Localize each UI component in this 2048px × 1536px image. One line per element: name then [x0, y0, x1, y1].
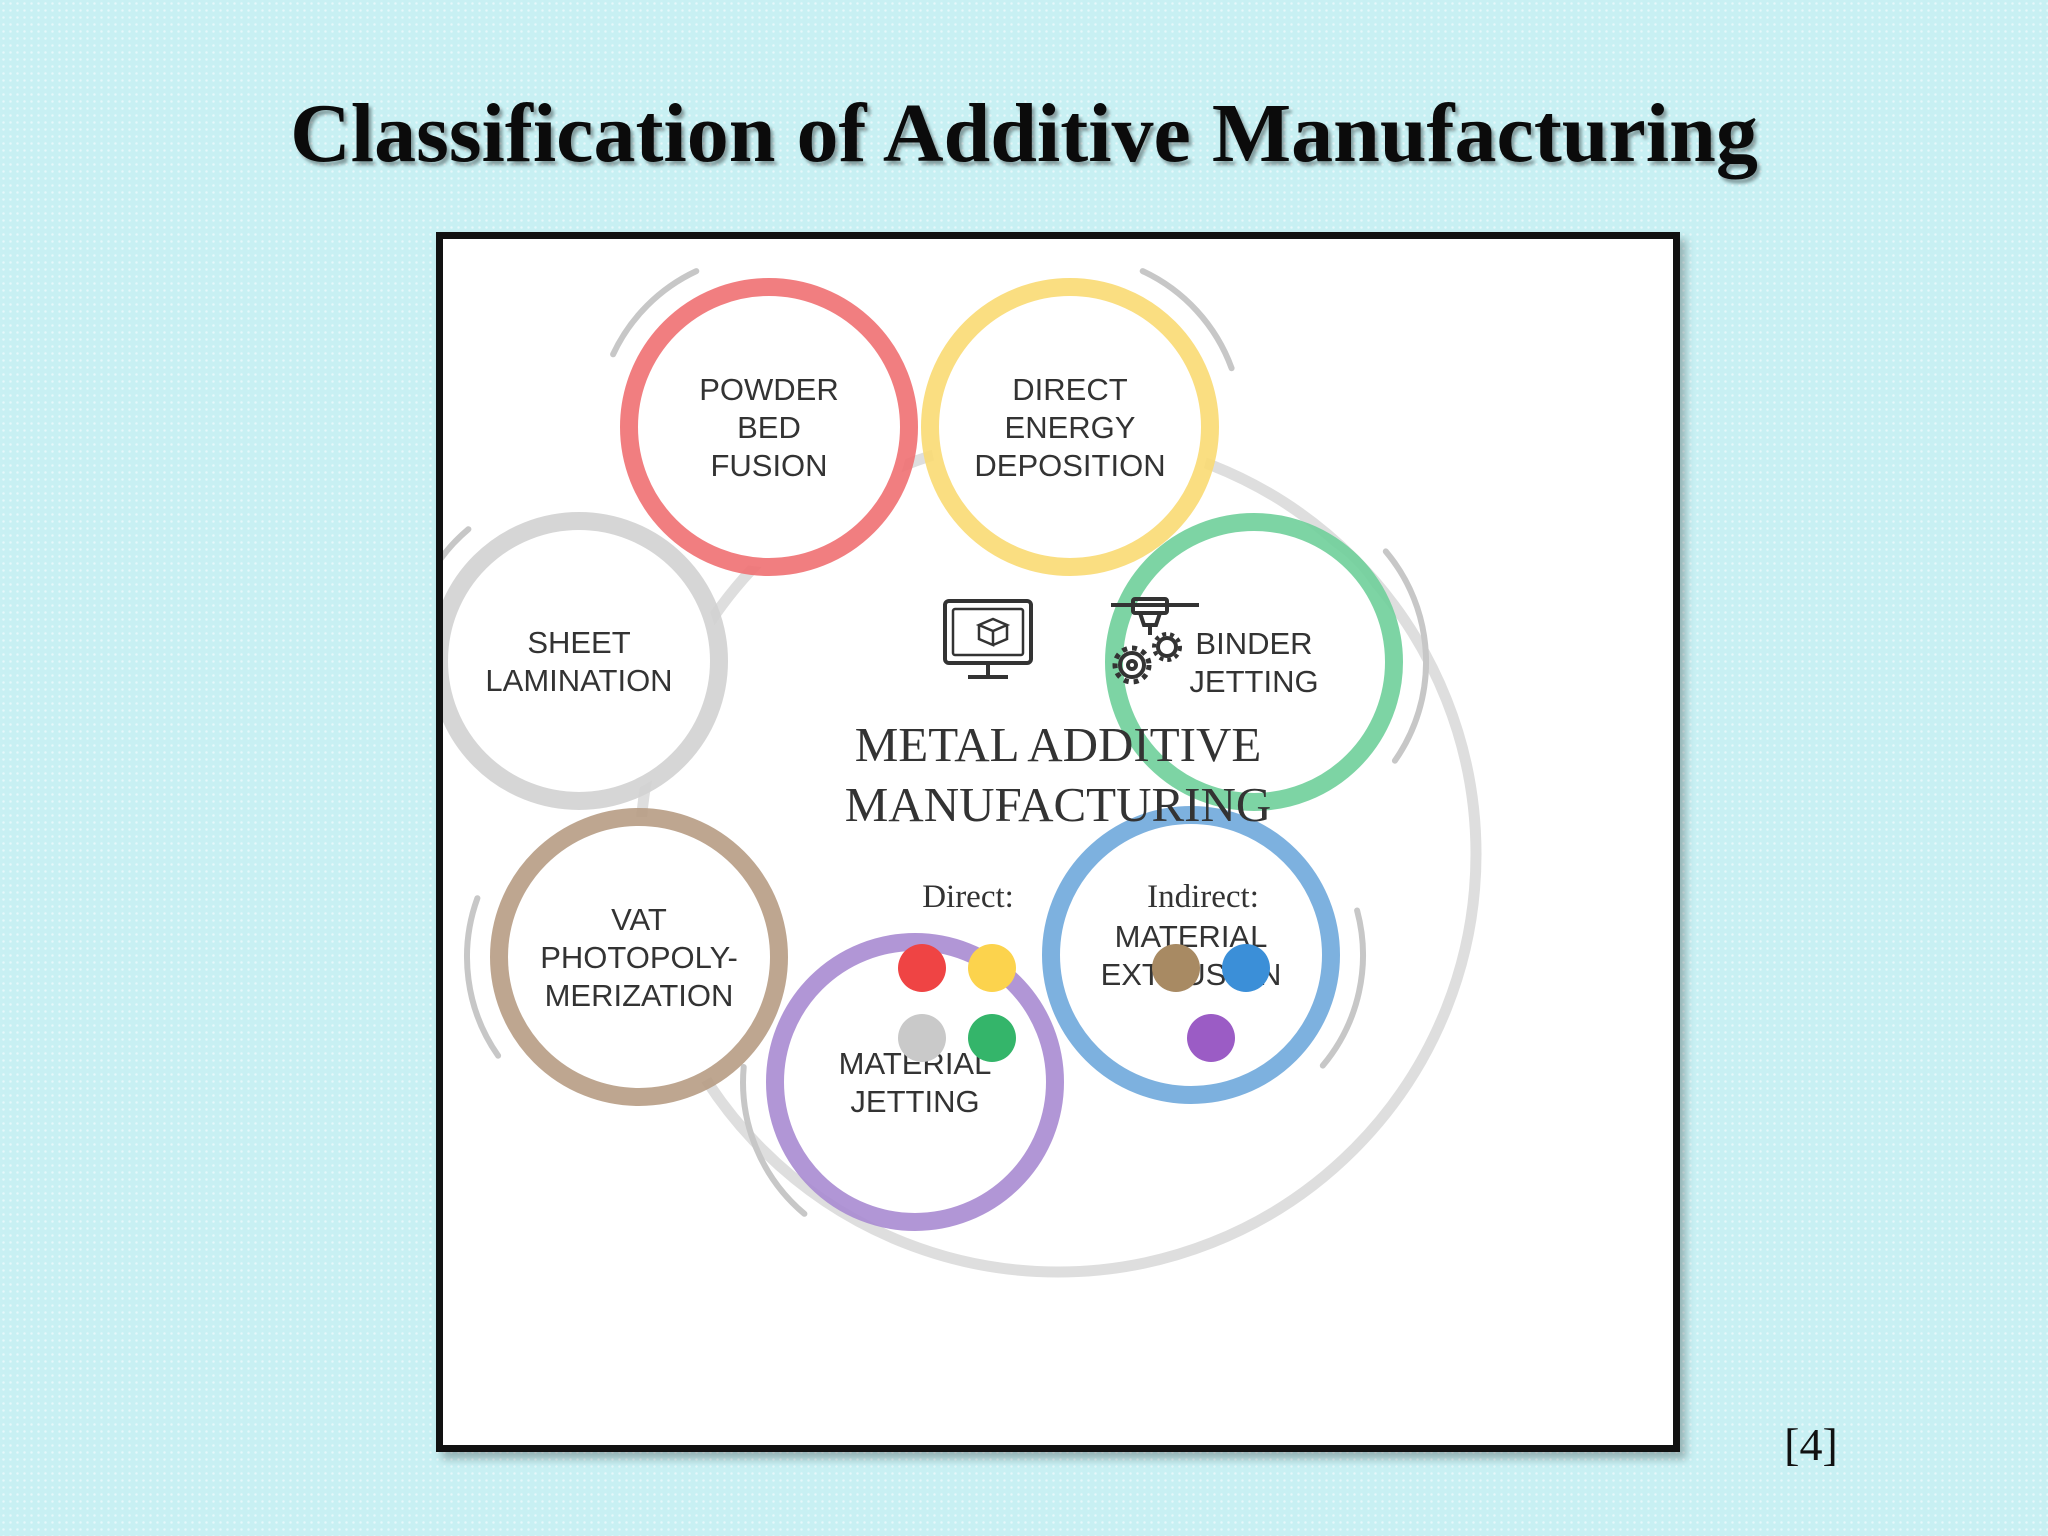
outer-arc [1139, 268, 1235, 372]
outer-arc [443, 526, 472, 561]
legend-direct-dot [968, 1014, 1016, 1062]
node-fill [1114, 522, 1394, 802]
node-label-line: ENERGY [1005, 410, 1136, 445]
node-ring [443, 512, 728, 810]
outer-arc [1319, 907, 1366, 1069]
outer-arc [740, 1064, 808, 1217]
legend-direct-label: Direct: [922, 879, 1014, 915]
node-ring [1042, 806, 1340, 1104]
outer-arc [464, 895, 502, 1059]
citation: [4] [1784, 1419, 1838, 1470]
legend-indirect-label: Indirect: [1147, 879, 1259, 915]
process-nodes: POWDERBEDFUSIONDIRECTENERGYDEPOSITIONBIN… [443, 268, 1430, 1231]
node-label-line: FUSION [710, 448, 827, 483]
legend-indirect-dot [1152, 944, 1200, 992]
slide-title: Classification of Additive Manufacturing [290, 87, 1758, 180]
node-label-line: LAMINATION [485, 663, 672, 698]
outer-arc [1382, 548, 1430, 764]
legend-direct-dot [898, 944, 946, 992]
legend-indirect-dot [1222, 944, 1270, 992]
3d-printer-gears-icon [1111, 597, 1199, 685]
node-fill [775, 942, 1055, 1222]
node-label-line: POWDER [699, 372, 839, 407]
node-label-line: PHOTOPOLY- [540, 940, 738, 975]
node-ring [766, 933, 1064, 1231]
node-label-line: DEPOSITION [974, 448, 1165, 483]
node-label-line: VAT [611, 902, 667, 937]
node-fill [930, 287, 1210, 567]
legend-indirect-dot [1187, 1014, 1235, 1062]
node-label-line: BED [737, 410, 801, 445]
node-ring [1105, 513, 1403, 811]
legend-direct-dot [968, 944, 1016, 992]
legend-dots [898, 944, 1270, 1062]
center-title-line1: METAL ADDITIVE [855, 717, 1262, 772]
center-title-line2: MANUFACTURING [845, 777, 1272, 832]
node-fill [499, 817, 779, 1097]
node-ring [490, 808, 788, 1106]
node-label-line: JETTING [850, 1084, 979, 1119]
node-label-line: BINDER [1195, 626, 1312, 661]
node-fill [629, 287, 909, 567]
outer-arc [610, 268, 700, 358]
node-fill [443, 521, 719, 801]
monitor-3d-model-icon [943, 599, 1033, 679]
additive-manufacturing-diagram: POWDERBEDFUSIONDIRECTENERGYDEPOSITIONBIN… [443, 268, 1482, 1278]
node-ring [921, 278, 1219, 576]
node-label-line: JETTING [1189, 664, 1318, 699]
node-label-line: DIRECT [1012, 372, 1127, 407]
legend-direct-dot [898, 1014, 946, 1062]
node-ring [620, 278, 918, 576]
node-label-line: SHEET [527, 625, 630, 660]
node-label-line: MERIZATION [545, 978, 734, 1013]
